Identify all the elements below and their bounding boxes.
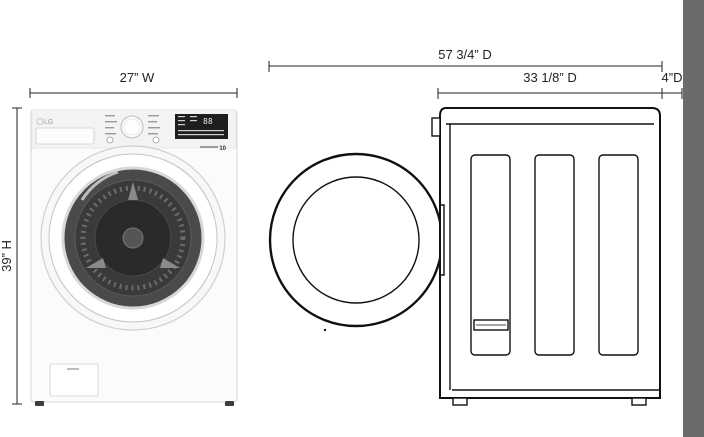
width-label: 27” W xyxy=(120,70,155,85)
warranty-badge: 10 xyxy=(219,146,226,152)
glass-highlight xyxy=(80,170,119,201)
detergent-drawer xyxy=(35,127,95,145)
side-panel-2 xyxy=(534,154,575,356)
side-panel-1 xyxy=(470,154,511,356)
body-depth-dimension-line xyxy=(437,88,663,99)
cycle-labels xyxy=(105,115,160,135)
wall xyxy=(683,0,704,437)
cycle-knob-inner xyxy=(123,118,141,136)
brand-logo: LG xyxy=(44,119,53,126)
washer-front: LG 88 xyxy=(30,109,238,406)
total-depth-dimension-line xyxy=(268,61,663,72)
clearance-dimension-line xyxy=(662,88,683,99)
clearance-label: 4”D xyxy=(662,70,683,85)
side-foot-front xyxy=(452,397,468,406)
display-readout: 88 xyxy=(203,117,213,126)
front-foot-left xyxy=(35,401,44,406)
front-view: 27” W 39” H LG xyxy=(0,70,238,406)
drum-lifter-3 xyxy=(160,258,180,268)
body-depth-label: 33 1/8” D xyxy=(523,70,576,85)
drum-lifter-2 xyxy=(86,258,106,268)
side-view: 57 3/4” D 33 1/8” D 4”D xyxy=(268,47,683,406)
total-depth-label: 57 3/4” D xyxy=(438,47,491,62)
power-button xyxy=(106,136,114,144)
height-label: 39” H xyxy=(0,240,14,272)
knob-protrusion xyxy=(431,117,441,137)
filter-access-panel xyxy=(49,363,99,397)
side-foot-rear xyxy=(631,397,647,406)
front-foot-right xyxy=(225,401,234,406)
display-panel xyxy=(175,114,228,139)
drum-hub xyxy=(122,227,144,249)
display-indicators xyxy=(178,116,224,136)
filter-panel-notch xyxy=(67,368,79,370)
start-button xyxy=(152,136,160,144)
width-dimension-line xyxy=(29,88,238,98)
drum-lifter-1 xyxy=(128,182,138,200)
door-swing-mark xyxy=(323,328,327,332)
brand-logo-ring xyxy=(36,118,44,125)
door-hinge xyxy=(440,204,445,276)
height-dimension-line xyxy=(12,107,22,405)
badge-stripe xyxy=(200,146,218,148)
open-door-glass xyxy=(292,176,420,304)
side-panel-3 xyxy=(598,154,639,356)
